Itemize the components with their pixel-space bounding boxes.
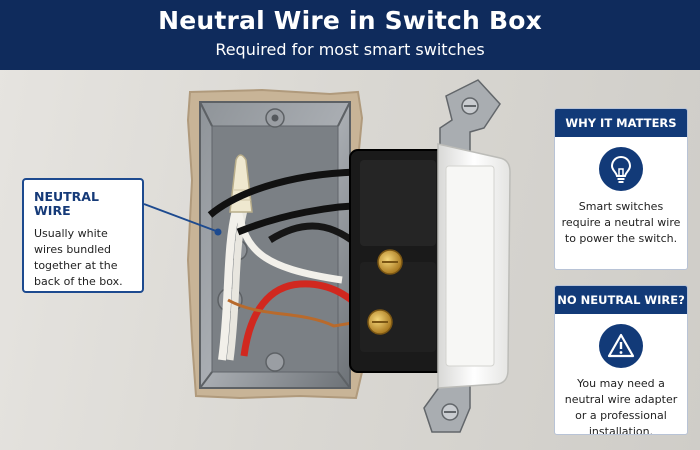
page-title: Neutral Wire in Switch Box xyxy=(158,6,542,35)
header-banner: Neutral Wire in Switch Box Required for … xyxy=(0,0,700,70)
why-it-matters-card: WHY IT MATTERS Smart switches require a … xyxy=(554,108,688,270)
card-header: NO NEUTRAL WIRE? xyxy=(555,286,687,314)
neutral-wire-callout: NEUTRAL WIRE Usually white wires bundled… xyxy=(22,178,144,293)
card-text: You may need a neutral wire adapter or a… xyxy=(564,377,678,435)
page-subtitle: Required for most smart switches xyxy=(215,40,485,59)
callout-title: NEUTRAL WIRE xyxy=(34,189,99,218)
no-neutral-wire-card: NO NEUTRAL WIRE? You may need a neutral … xyxy=(554,285,688,435)
callout-pointer-line xyxy=(143,203,217,232)
callout-pointer-dot xyxy=(214,228,222,236)
copper-ground-wire xyxy=(227,298,371,328)
callout-text: Usually white wires bundled together at … xyxy=(34,227,123,288)
card-text: Smart switches require a neutral wire to… xyxy=(561,200,681,245)
lightbulb-icon xyxy=(599,147,643,191)
card-header: WHY IT MATTERS xyxy=(555,109,687,137)
warning-icon xyxy=(599,324,643,368)
white-neutral-wires xyxy=(218,209,240,361)
